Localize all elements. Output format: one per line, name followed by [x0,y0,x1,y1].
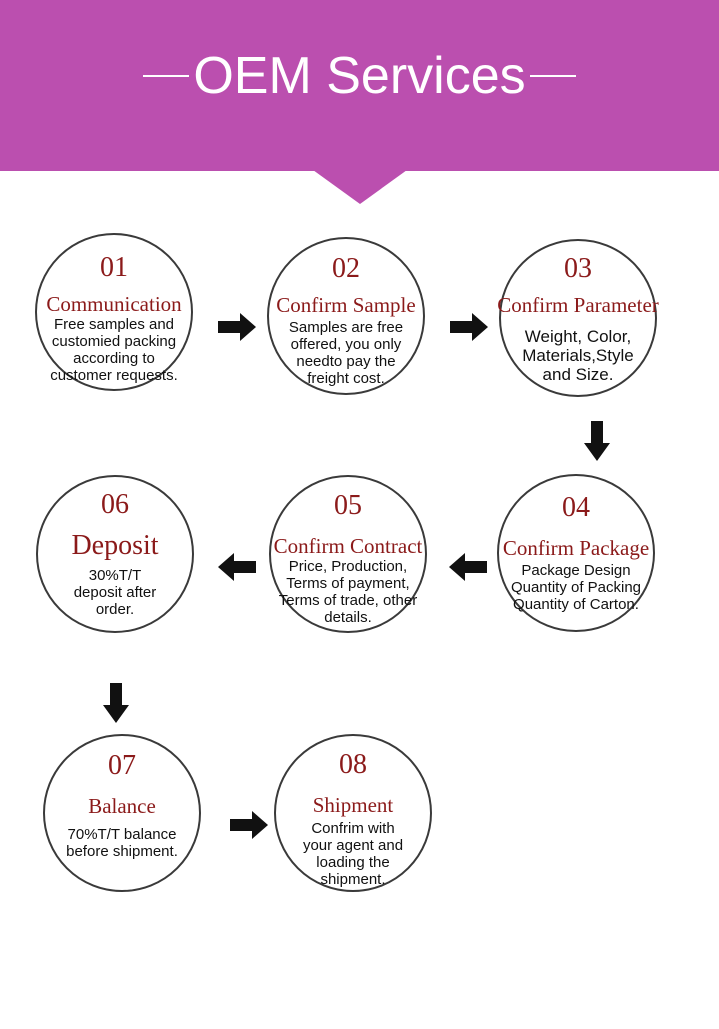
step-number: 03 [564,253,592,284]
step-description: Weight, Color, Materials,Style and Size. [522,327,634,384]
step-description: 30%T/T deposit after order. [73,567,157,618]
title-dash-right [529,75,576,78]
step-title: Confirm Contract [273,534,423,558]
step-title: Confirm Sample [276,293,416,317]
step-description: Samples are free offered, you only needt… [288,319,404,387]
step-number: 02 [332,253,360,284]
step-number: 06 [101,489,129,520]
title-dash-left [143,75,190,78]
step-circle-06: 06 Deposit 30%T/T deposit after order. [36,475,194,633]
step-description: Confrim with your agent and loading the … [302,820,404,888]
step-circle-04: 04 Confirm Package Package Design Quanti… [497,474,655,632]
step-number: 08 [339,749,367,780]
step-title: Confirm Package [502,536,650,560]
step-description: Free samples and customied packing accor… [50,316,178,384]
page-title: OEM Services [0,44,719,108]
step-number: 05 [334,490,362,521]
step-circle-08: 08 Shipment Confrim with your agent and … [274,734,432,892]
arrow-right-icon [450,313,488,341]
step-circle-01: 01 Communication Free samples and custom… [35,233,193,391]
step-title: Communication [46,292,182,316]
header-notch [313,170,407,204]
arrow-down-icon [103,683,129,723]
step-title: Confirm Parameter [497,293,659,317]
step-title: Balance [88,794,156,818]
step-circle-07: 07 Balance 70%T/T balance before shipmen… [43,734,201,892]
header-banner [0,0,719,171]
step-title: Deposit [71,530,159,561]
arrow-left-icon [449,553,487,581]
page-title-text: OEM Services [193,47,526,105]
step-description: 70%T/T balance before shipment. [66,826,178,860]
step-description: Price, Production, Terms of payment, Ter… [278,558,418,626]
step-description: Package Design Quantity of Packing Quant… [510,562,642,613]
step-title: Shipment [312,793,394,817]
arrow-right-icon [218,313,256,341]
arrow-down-icon [584,421,610,461]
arrow-left-icon [218,553,256,581]
step-number: 07 [108,750,136,781]
step-circle-05: 05 Confirm Contract Price, Production, T… [269,475,427,633]
step-number: 04 [562,492,590,523]
arrow-right-icon [230,811,268,839]
step-circle-02: 02 Confirm Sample Samples are free offer… [267,237,425,395]
step-circle-03: 03 Confirm Parameter Weight, Color, Mate… [497,239,659,397]
step-number: 01 [100,252,128,283]
